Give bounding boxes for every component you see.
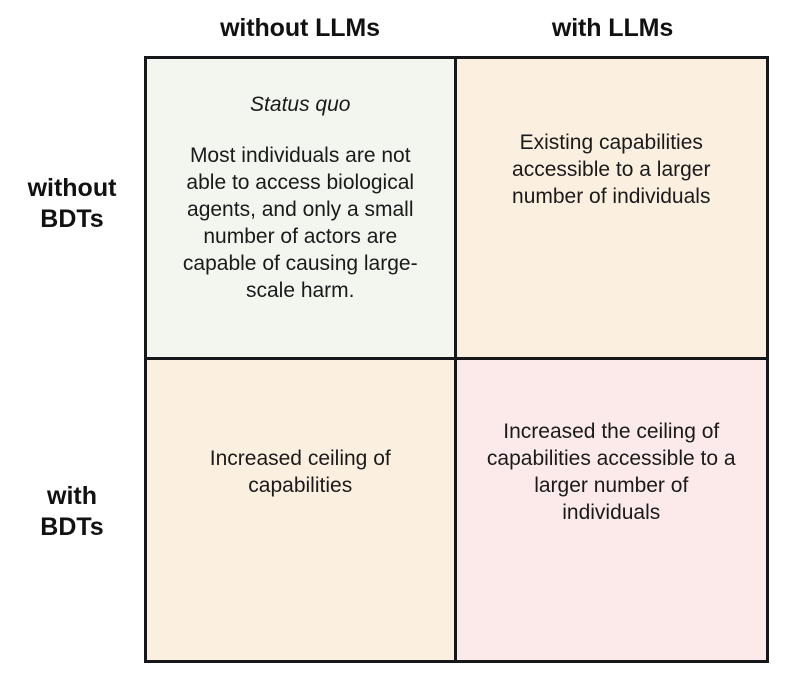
cell-body-text: Most individuals are not able to access … <box>182 144 418 303</box>
row-header-with-bdts-line2: BDTs <box>40 513 104 541</box>
row-header-with-bdts: with BDTs <box>0 481 144 543</box>
cell-content: Increased ceiling of capabilities <box>161 445 440 499</box>
column-header-without-llms: without LLMs <box>220 14 380 42</box>
column-header-with-llms: with LLMs <box>551 14 674 42</box>
cell-body-text: Increased ceiling of capabilities <box>209 446 391 497</box>
row-header-without-bdts-line2: BDTs <box>40 205 104 233</box>
matrix-cell-with-bdts-without-llms: Increased ceiling of capabilities <box>147 359 457 660</box>
matrix-cell-with-bdts-with-llms: Increased the ceiling of capabilities ac… <box>456 359 766 660</box>
matrix-cell-without-bdts-without-llms: Status quo Most individuals are not able… <box>147 59 457 360</box>
cell-body-text: Existing capabilities accessible to a la… <box>512 131 711 209</box>
matrix-grid: Status quo Most individuals are not able… <box>144 56 769 663</box>
row-header-with-bdts-line1: with <box>47 482 97 510</box>
row-header-without-bdts-line1: without <box>27 174 117 202</box>
row-header-without-bdts: without BDTs <box>0 173 144 235</box>
cell-content: Increased the ceiling of capabilities ac… <box>471 418 753 526</box>
cell-content: Existing capabilities accessible to a la… <box>471 129 753 210</box>
cell-title-status-quo: Status quo <box>250 93 351 117</box>
cell-content: Status quo Most individuals are not able… <box>161 91 440 304</box>
matrix-cell-without-bdts-with-llms: Existing capabilities accessible to a la… <box>456 59 766 360</box>
cell-body-text: Increased the ceiling of capabilities ac… <box>486 419 736 524</box>
